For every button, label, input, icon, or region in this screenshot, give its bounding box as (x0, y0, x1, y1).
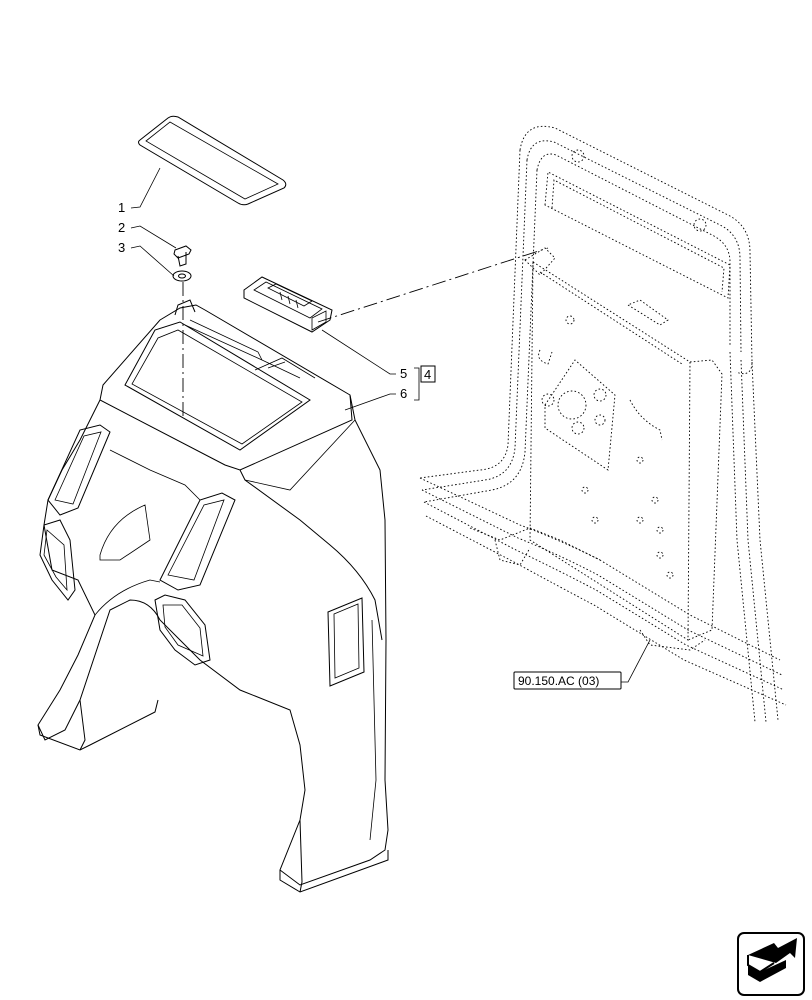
callout-4-box: 4 (420, 365, 436, 383)
part-2-screw (173, 245, 192, 267)
part-1-cover (138, 115, 287, 206)
callout-4: 4 (424, 367, 431, 382)
callout-1: 1 (118, 200, 125, 215)
mounting-centerline (317, 247, 549, 323)
callout-3: 3 (118, 240, 125, 255)
reference-label-box[interactable]: 90.150.AC (03) (513, 671, 622, 690)
part-3-washer (172, 270, 192, 282)
callout-2: 2 (118, 220, 125, 235)
leader-lines (130, 167, 651, 683)
part-6-console (37, 299, 389, 893)
callout-5: 5 (400, 366, 407, 381)
cab-frame-dashed (419, 125, 787, 723)
next-page-arrow-icon[interactable] (737, 932, 805, 996)
callout-6: 6 (400, 386, 407, 401)
part-5-switch-module (243, 276, 333, 333)
reference-label[interactable]: 90.150.AC (03) (518, 674, 599, 688)
